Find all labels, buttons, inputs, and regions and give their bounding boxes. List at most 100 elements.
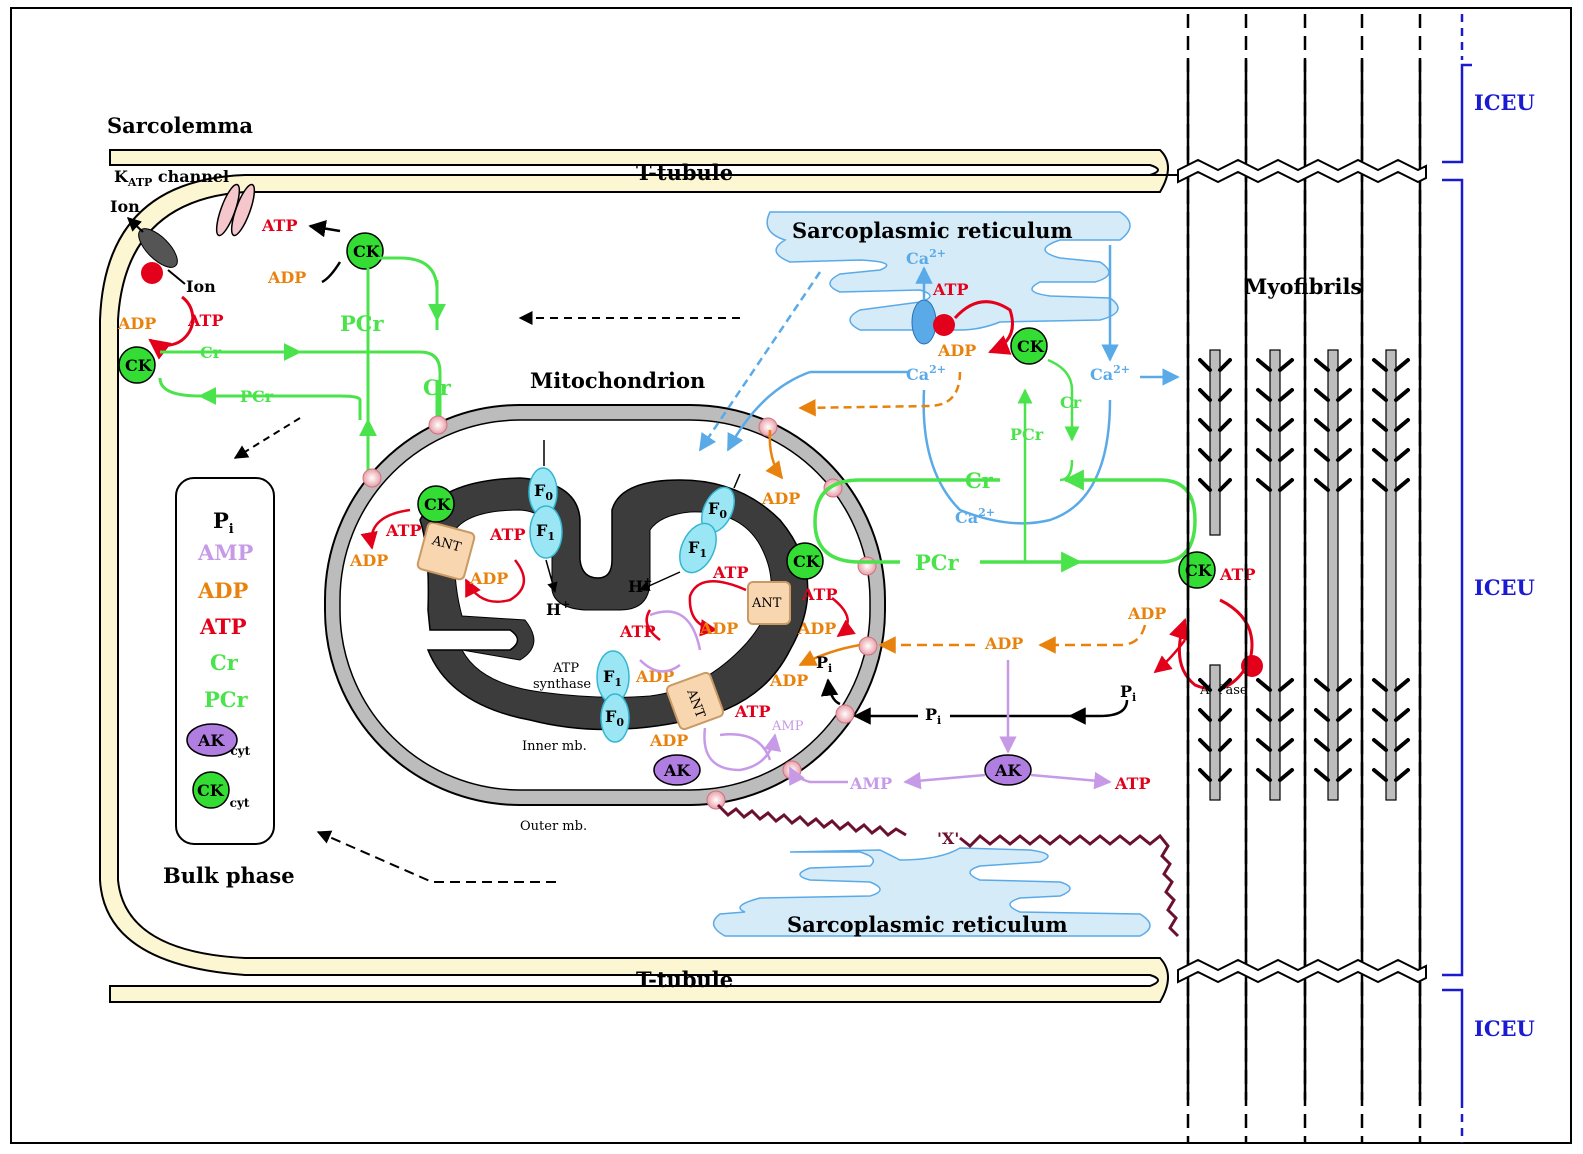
svg-text:CK: CK [125,356,153,375]
atp-synthase-label-1: ATP [552,661,579,676]
sr-bottom-label: Sarcoplasmic reticulum [787,912,1068,937]
atp-synthase-label-2: synthase [533,677,591,692]
svg-text:AMP: AMP [771,719,804,734]
iceu-label-3: ICEU [1474,1016,1535,1041]
cr-left-label: Cr [200,343,222,362]
svg-text:Ca2+: Ca2+ [1090,363,1130,384]
iceu-label-2: ICEU [1474,575,1535,600]
svg-text:ATP: ATP [734,702,770,721]
svg-text:CK: CK [1017,337,1045,356]
atp-synthase-right-icon [679,486,735,574]
svg-text:CK: CK [424,495,452,514]
svg-text:Pi: Pi [925,705,941,727]
ck-sr-icon [1010,327,1048,365]
svg-text:H+: H+ [628,575,652,596]
svg-text:PCr: PCr [1010,425,1044,444]
cr-right-label: Cr [965,468,994,493]
sr-top-label: Sarcoplasmic reticulum [792,218,1073,243]
ak-mito-icon [653,754,701,786]
svg-text:ATP: ATP [385,521,421,540]
ion-out-label: Ion [110,197,140,216]
katp-atp: ATP [261,216,297,235]
svg-text:ATP: ATP [619,622,655,641]
legend-cr: Cr [210,650,239,675]
inner-mb-label: Inner mb. [522,739,587,754]
legend-pcr: PCr [204,687,249,712]
sarcolemma-label: Sarcolemma [107,113,253,138]
svg-text:ADP: ADP [649,731,688,750]
adp-center-label: ADP [984,634,1023,653]
pcr-left-label: PCr [240,387,274,406]
svg-text:ATP: ATP [712,563,748,582]
svg-text:ADP: ADP [797,619,836,638]
svg-text:AK: AK [994,761,1022,780]
sarcoplasmic-reticulum-top [766,211,1131,331]
katp-adp: ADP [267,268,306,287]
svg-text:H+: H+ [546,598,570,619]
ion-pump-icon [138,228,178,284]
svg-text:ADP: ADP [699,619,738,638]
legend-ak-icon [186,723,238,757]
t-tubule-top-label: T-tubule [636,160,733,185]
ck-sarcolemma-icon [118,346,156,384]
myofibrils-label: Myofibrils [1244,274,1362,299]
svg-text:Ca2+: Ca2+ [955,506,995,527]
x-factor-label: 'X' [937,829,959,848]
legend-ck: CKcyt [197,781,250,810]
atp-synthase-bottom-icon [596,650,630,743]
svg-text:ATP: ATP [932,280,968,299]
mitochondrion [324,404,886,806]
svg-text:CK: CK [353,242,381,261]
ck-mito-right-icon [786,542,824,580]
sarcolemma-membrane [99,149,1182,1003]
mitochondrion-label: Mitochondrion [530,368,705,393]
svg-text:Pi: Pi [1120,682,1136,704]
svg-text:F1: F1 [603,667,622,689]
svg-text:ATP: ATP [1114,774,1150,793]
cr-upper-label: Cr [423,375,452,400]
svg-text:AK: AK [663,761,691,780]
svg-text:Cr: Cr [1060,393,1082,412]
ant-bottom-icon [665,671,725,731]
legend-ak: AKcyt [197,731,251,758]
pcr-right-label: PCr [915,550,960,575]
svg-text:ADP: ADP [349,551,388,570]
legend-ck-icon [192,771,230,809]
svg-text:ATP: ATP [801,585,837,604]
sarcoplasmic-reticulum-bottom [712,847,1151,937]
ion-in-label: Ion [186,277,216,296]
figure-frame [10,7,1572,1144]
katp-label: KATP channel [114,167,229,189]
ion-pump-adp: ADP [117,314,156,333]
legend-amp: AMP [197,540,254,565]
legend-atp: ATP [199,614,247,639]
x-factor-link [716,803,1180,938]
katp-channel-icon [215,183,256,237]
svg-text:ADP: ADP [1127,604,1166,623]
svg-text:ATP: ATP [489,525,525,544]
svg-text:F1: F1 [688,538,707,560]
iceu-brackets [1442,14,1472,1143]
svg-text:F1: F1 [536,521,555,543]
ca-pump-atp-site [933,314,955,336]
ant-left-icon [416,521,476,581]
myosin-heads [1198,358,1410,782]
outer-mb-label: Outer mb. [520,819,587,834]
svg-text:Pi: Pi [816,653,832,675]
iceu-label-1: ICEU [1474,90,1535,115]
svg-text:CK: CK [1185,561,1213,580]
bulk-phase-label: Bulk phase [163,863,295,888]
svg-text:ADP: ADP [761,489,800,508]
svg-text:ADP: ADP [769,671,808,690]
ca-pump-icon [911,299,937,345]
atpase-icon [1241,655,1263,677]
ck-mito-left-icon [417,485,455,523]
svg-text:CK: CK [793,552,821,571]
ck-katp-icon [346,232,384,270]
svg-text:ATP: ATP [1219,565,1255,584]
atp-synthase-left-icon [528,467,563,559]
t-tubule-bottom-label: T-tubule [636,967,733,992]
svg-text:AMP: AMP [849,774,892,793]
